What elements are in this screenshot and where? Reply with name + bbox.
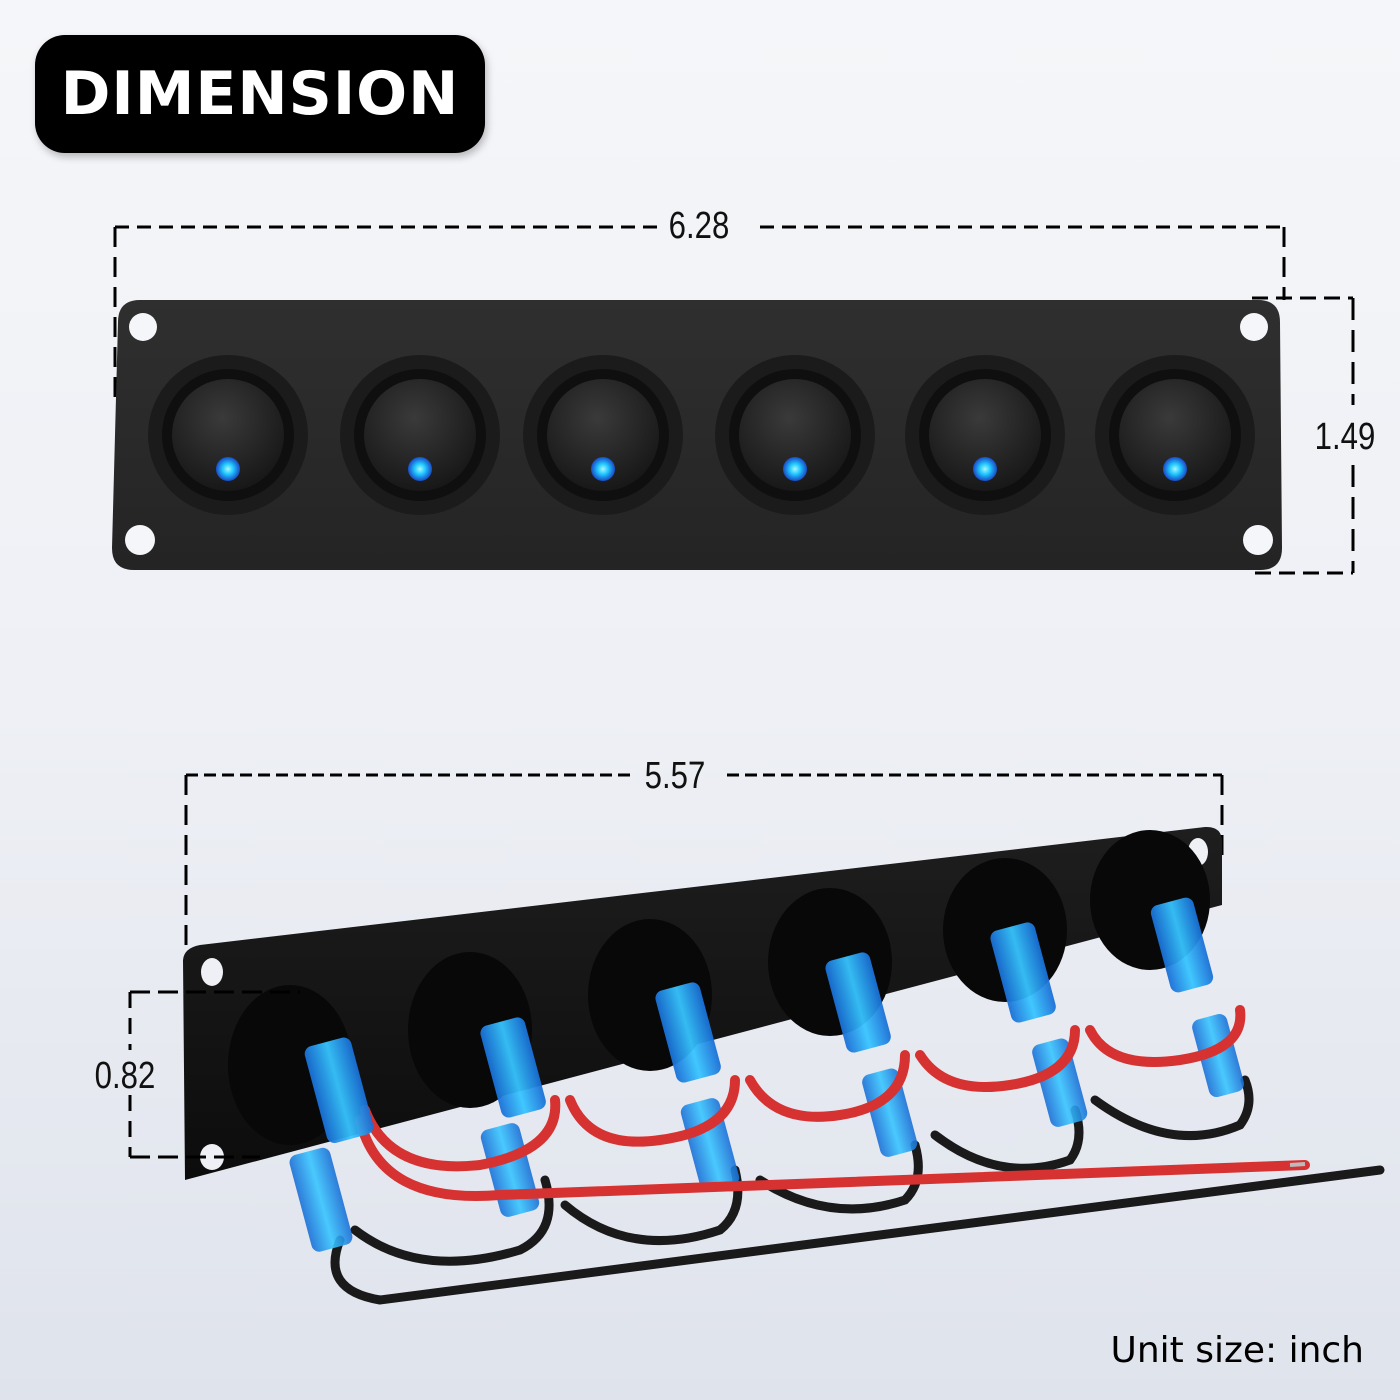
title-badge: DIMENSION [35, 35, 485, 153]
mounting-hole [201, 958, 223, 986]
led-indicator-icon [216, 457, 240, 481]
width-dimension-value: 6.28 [668, 205, 730, 247]
mounting-hole [1240, 313, 1268, 341]
negative-wires [330, 1075, 1385, 1305]
rocker-switch-2[interactable] [340, 355, 500, 515]
wire-end [1289, 1162, 1306, 1167]
width-dimension-line [113, 225, 1286, 400]
positive-wires [355, 1005, 1310, 1201]
upper-terminals [304, 897, 1214, 1143]
height-dimension-value: 1.49 [1314, 416, 1376, 458]
rocker-switch-1[interactable] [148, 355, 308, 515]
rear-width-dimension-value: 5.57 [644, 755, 706, 797]
mounting-hole [129, 313, 157, 341]
mounting-hole [200, 1144, 224, 1170]
led-indicator-icon [591, 457, 615, 481]
rocker-switch-5[interactable] [905, 355, 1065, 515]
mounting-hole [1243, 525, 1273, 555]
rocker-switch-3[interactable] [523, 355, 683, 515]
unit-note: Unit size: inch [1110, 1330, 1364, 1371]
mounting-hole [125, 525, 155, 555]
led-indicator-icon [408, 457, 432, 481]
depth-dimension-line [128, 990, 300, 1159]
page-title: DIMENSION [60, 59, 460, 129]
rocker-switch-6[interactable] [1095, 355, 1255, 515]
height-dimension-line [1252, 296, 1355, 575]
front-view [112, 225, 1355, 575]
lower-terminals [289, 1014, 1245, 1252]
rear-view [128, 773, 1385, 1305]
depth-dimension-value: 0.82 [94, 1055, 156, 1097]
rocker-switch-4[interactable] [715, 355, 875, 515]
led-indicator-icon [783, 457, 807, 481]
led-indicator-icon [973, 457, 997, 481]
led-indicator-icon [1163, 457, 1187, 481]
